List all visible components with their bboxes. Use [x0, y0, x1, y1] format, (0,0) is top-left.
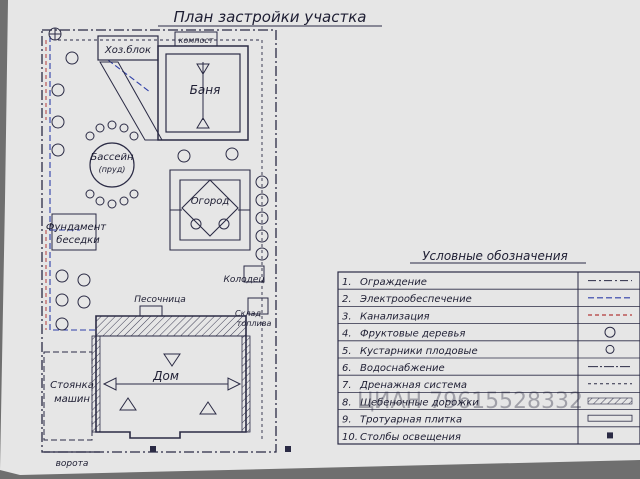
lamp-post-symbol	[607, 432, 613, 439]
stoyanka-label: Стоянка	[50, 380, 94, 391]
legend-item-text: Канализация	[360, 311, 430, 322]
gazebo-foundation	[51, 213, 97, 251]
pool-label: Бассейн	[90, 152, 134, 163]
legend-item-number: 7.	[342, 380, 352, 391]
lamp-post-icons	[150, 446, 291, 452]
electric-line	[49, 36, 151, 331]
paving-symbol	[587, 414, 633, 422]
pesochnitsa-label: Песочница	[134, 295, 185, 305]
dom-label: Дом	[152, 369, 179, 383]
legend-item-text: Столбы освещения	[360, 431, 461, 443]
legend-rows: 1. Ограждение 2. Электрообеспечение 3. Канали…	[337, 271, 640, 445]
legend-title: Условные обозначения	[422, 249, 568, 263]
legend-item-text: Щебеночные дорожки	[360, 396, 479, 408]
legend-item-text: Фруктовые деревья	[360, 329, 465, 340]
besedki-label: беседки	[56, 234, 100, 246]
kompost-label: компост	[179, 36, 214, 45]
legend-item-number: 5.	[342, 346, 352, 357]
legend-item-text: Дренажная система	[359, 380, 467, 391]
banya-label: Баня	[190, 83, 221, 97]
legend-item-text: Ограждение	[360, 277, 427, 288]
legend-item-text: Тротуарная плитка	[360, 415, 462, 426]
fruit-tree-symbol	[604, 326, 616, 338]
watermark: ЦИАН 79615528332	[357, 389, 583, 414]
legend-item-number: 6.	[342, 363, 352, 374]
banya-building	[157, 45, 249, 141]
gate-post-icon	[48, 27, 62, 41]
site-plan: Хоз.блок компост Баня Бассейн (пруд) Ого…	[41, 27, 291, 469]
legend-item-text: Кустарники плодовые	[360, 346, 478, 357]
legend-item-number: 1.	[342, 277, 352, 288]
legend-item-number: 10.	[342, 432, 358, 443]
plan-title: План застройки участка	[174, 8, 367, 26]
legend-item-number: 9.	[342, 415, 352, 426]
shrub-icons	[85, 120, 269, 261]
parking-area	[43, 351, 93, 441]
well	[243, 265, 265, 283]
pool-pond	[89, 142, 135, 188]
ogorod-label: Огород	[191, 196, 230, 207]
toplivo-label: топлива	[237, 319, 272, 328]
house-building	[91, 315, 251, 439]
gravel-path-symbol	[587, 397, 633, 405]
shrub-symbol	[605, 344, 615, 354]
vorota-label: ворота	[56, 459, 89, 469]
site-fence	[41, 29, 277, 453]
drainage-line	[58, 39, 263, 440]
legend-item-number: 3.	[342, 311, 352, 322]
kolodets-label: Колодец	[223, 275, 264, 285]
legend-item-text: Водоснабжение	[360, 362, 445, 374]
sklad-label: Склад	[235, 309, 261, 318]
mashin-label: машин	[54, 394, 90, 405]
legend-item-text: Электрообеспечение	[359, 293, 472, 305]
pond-label: (пруд)	[99, 165, 126, 174]
legend-item-number: 4.	[342, 329, 352, 340]
legend: Условные обозначения 1. Ограждение 2. Элект…	[337, 249, 640, 445]
fundament-label: Фундамент	[46, 222, 107, 233]
legend-item-number: 8.	[342, 397, 352, 408]
vegetable-garden	[169, 169, 251, 251]
fruit-tree-icons	[51, 51, 239, 331]
hoz-blok-label: Хоз.блок	[104, 44, 151, 56]
fuel-storage	[247, 297, 269, 315]
legend-item-number: 2.	[342, 294, 352, 305]
